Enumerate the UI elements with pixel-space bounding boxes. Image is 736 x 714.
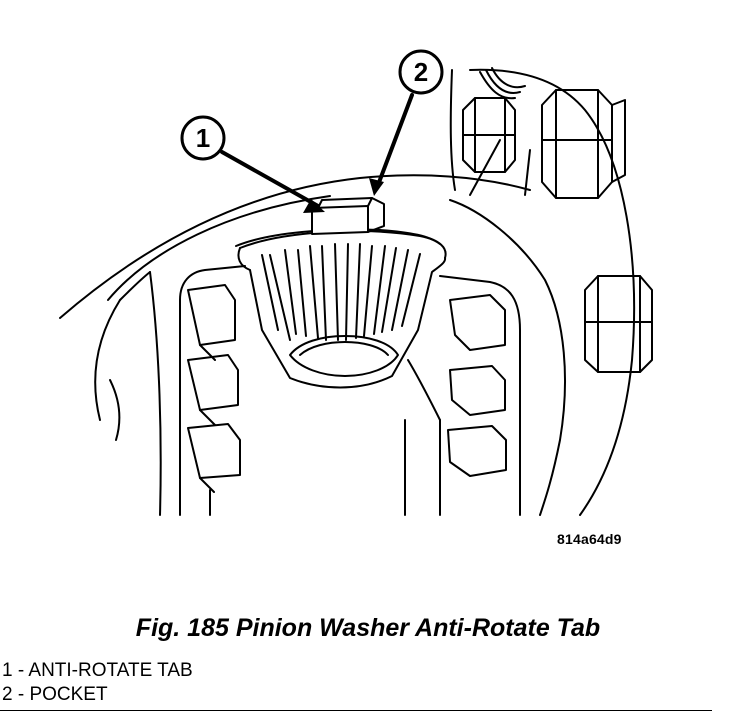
figure-caption: Fig. 185 Pinion Washer Anti-Rotate Tab [135, 614, 601, 642]
pinion-gear [237, 230, 447, 389]
wires [479, 67, 526, 100]
side-gear-right [404, 275, 521, 516]
bottom-divider [0, 710, 712, 711]
legend-item-anti-rotate-tab: 1 - ANTI-ROTATE TAB [2, 660, 193, 681]
leader-line-2 [369, 93, 414, 196]
callout-1: 1 [180, 115, 226, 161]
thrust-washer [235, 197, 441, 247]
bolt-heads [462, 89, 653, 373]
callout-2: 2 [398, 49, 444, 95]
callout-1-number: 1 [196, 123, 210, 153]
differential-case [59, 68, 636, 516]
image-code-label: 814a64d9 [557, 531, 622, 547]
legend: 1 - ANTI-ROTATE TAB 2 - POCKET [2, 659, 193, 707]
side-gear-left [179, 265, 246, 516]
callout-2-number: 2 [414, 57, 428, 87]
legend-item-pocket: 2 - POCKET [2, 684, 108, 705]
pinion-washer-illustration: 1 2 [59, 49, 653, 516]
leader-line-1 [220, 150, 325, 213]
